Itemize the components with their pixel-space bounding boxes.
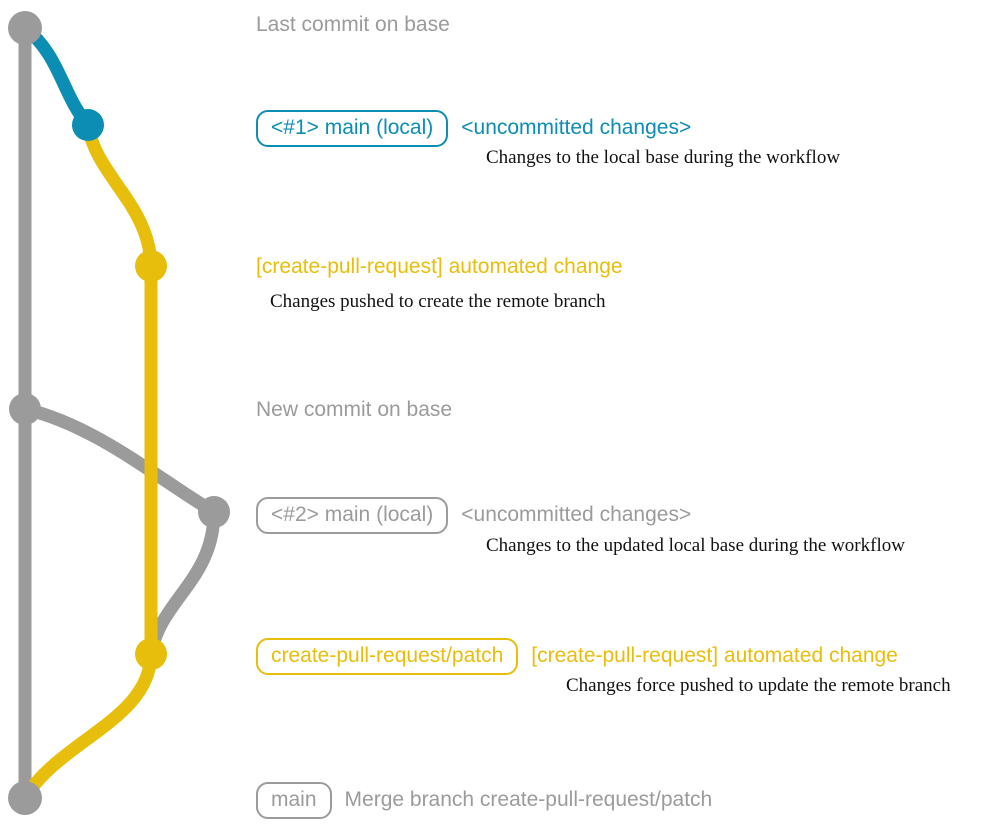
commit-subject: <uncommitted changes>	[461, 116, 692, 139]
commit-row-last-commit-on-base: Last commit on base	[256, 14, 450, 35]
commit-node-last-commit-on-base[interactable]	[8, 11, 42, 45]
commit-node-local-1[interactable]	[72, 109, 104, 141]
commit-row-local-2: <#2> main (local) <uncommitted changes>	[256, 497, 691, 534]
commit-subject: Merge branch create-pull-request/patch	[344, 788, 713, 811]
edge-base-to-local2	[18, 402, 221, 519]
commit-subject: [create-pull-request] automated change	[256, 255, 623, 278]
ref-badge-main-local-1[interactable]: <#1> main (local)	[256, 110, 449, 147]
commit-subject: <uncommitted changes>	[461, 503, 692, 526]
commit-subject: Last commit on base	[256, 13, 450, 36]
ref-badge-main[interactable]: main	[256, 782, 332, 819]
ref-badge-main-local-2[interactable]: <#2> main (local)	[256, 497, 449, 534]
commit-node-automated-change-2[interactable]	[135, 638, 167, 670]
commit-description-local-2: Changes to the updated local base during…	[486, 535, 905, 556]
edge-local2-to-patch	[144, 505, 221, 661]
edge-local1-to-patch1	[81, 118, 158, 273]
commit-subject: [create-pull-request] automated change	[531, 644, 898, 667]
commit-subject: New commit on base	[256, 398, 453, 421]
commit-node-automated-change-1[interactable]	[135, 250, 167, 282]
edge-patch-to-merge	[18, 647, 158, 805]
commit-row-new-commit-on-base: New commit on base	[256, 399, 452, 420]
commit-description-automated-change-1: Changes pushed to create the remote bran…	[270, 291, 606, 312]
commit-row-automated-change-2: create-pull-request/patch [create-pull-r…	[256, 638, 898, 675]
commit-node-local-2[interactable]	[198, 496, 230, 528]
commit-description-automated-change-2: Changes force pushed to update the remot…	[566, 675, 951, 696]
commit-node-new-commit-on-base[interactable]	[9, 393, 41, 425]
ref-badge-create-pull-request-patch[interactable]: create-pull-request/patch	[256, 638, 519, 675]
commit-description-local-1: Changes to the local base during the wor…	[486, 147, 841, 168]
edge-base-to-local1	[18, 21, 95, 132]
commit-node-merge[interactable]	[8, 781, 42, 815]
commit-row-automated-change-1: [create-pull-request] automated change	[256, 256, 623, 277]
commit-row-merge: main Merge branch create-pull-request/pa…	[256, 782, 712, 819]
commit-row-local-1: <#1> main (local) <uncommitted changes>	[256, 110, 691, 147]
